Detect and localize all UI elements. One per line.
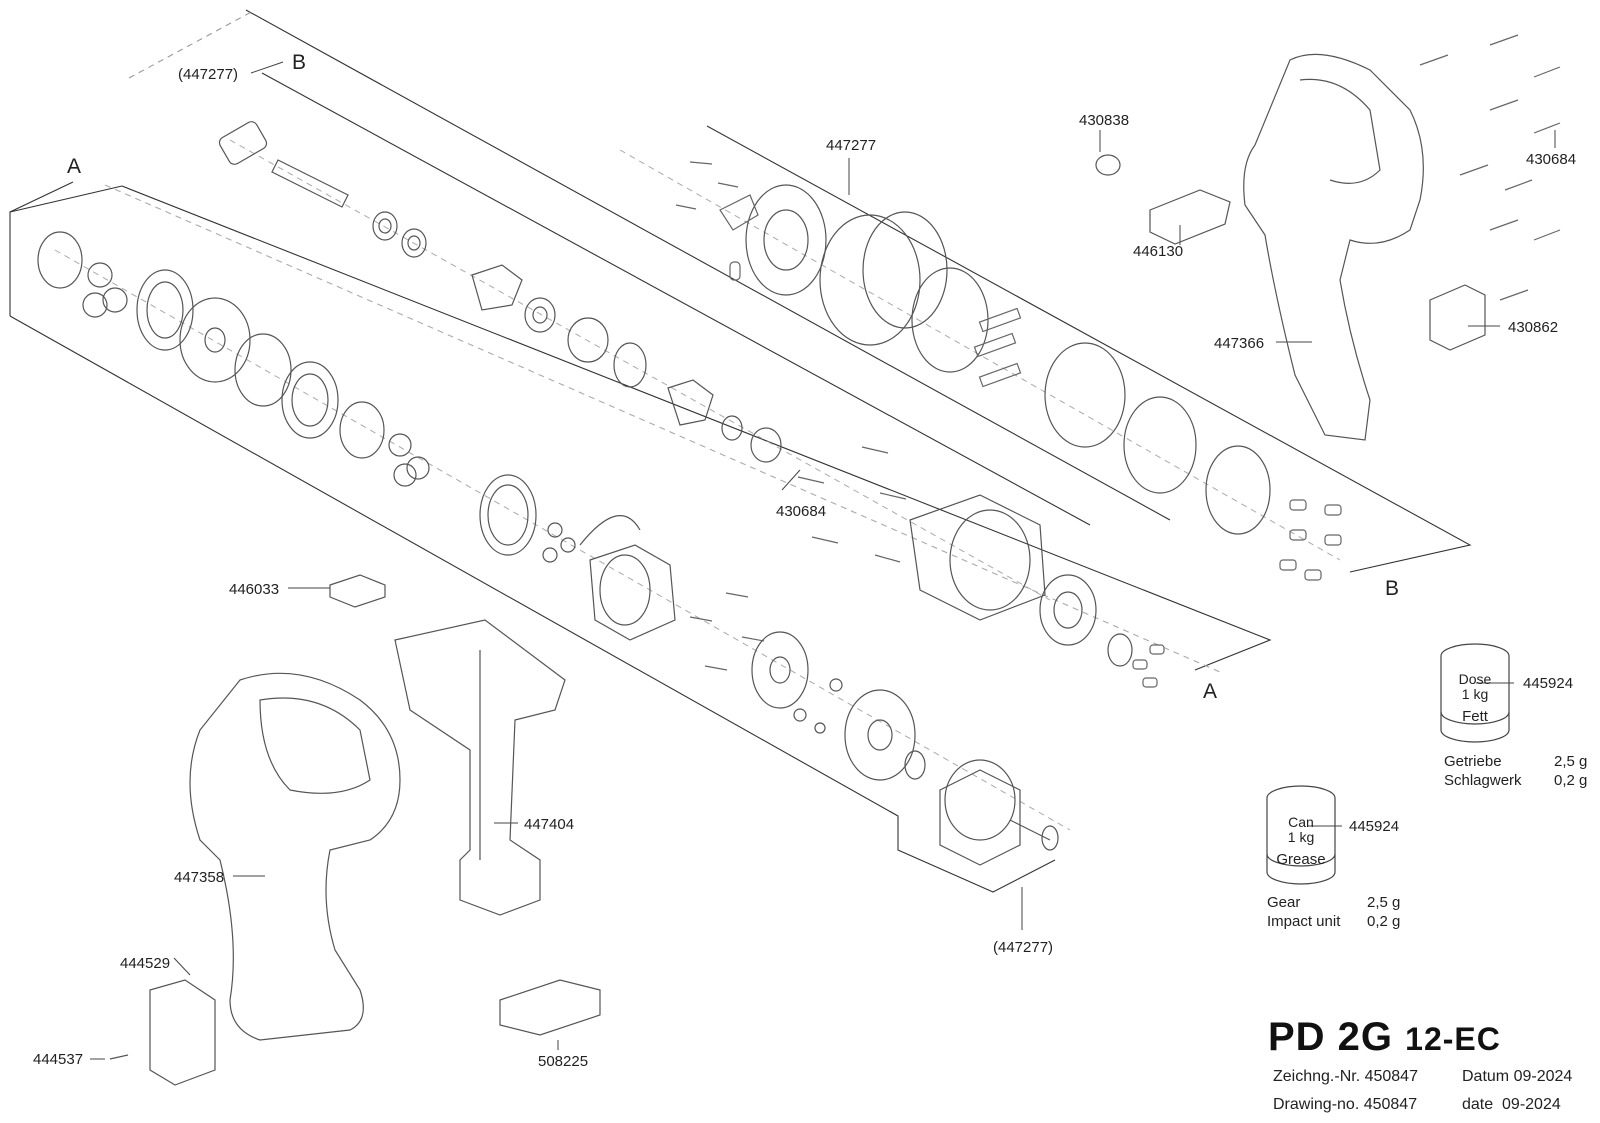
grease-can-en-line3: Grease bbox=[1276, 851, 1326, 869]
part-label-bit-holder: 430838 bbox=[1079, 112, 1130, 129]
part-label-sticker-mid: 446033 bbox=[229, 581, 280, 598]
grease-spec-en-row1-label: Gear bbox=[1267, 894, 1301, 911]
gearbox-parts-a bbox=[37, 231, 1165, 866]
part-label-gearbox-assembly: 447277 bbox=[826, 137, 877, 154]
grease-spec-en-row2-value: 0,2 g bbox=[1367, 913, 1401, 930]
grease-can-en-line1: Can bbox=[1288, 814, 1314, 830]
drawing-title-variant: 12-EC bbox=[1405, 1021, 1501, 1057]
grease-spec-de-row2-label: Schlagwerk bbox=[1444, 772, 1522, 789]
grease-can-de-line1: Dose bbox=[1458, 671, 1492, 687]
drawing-title-model: PD 2G bbox=[1268, 1015, 1394, 1059]
part-label-electronics: 447404 bbox=[524, 816, 575, 833]
grease-can-en-line2: 1 kg bbox=[1287, 828, 1315, 845]
part-label-clip-screw: 444537 bbox=[33, 1051, 84, 1068]
gearbox-parts-b bbox=[675, 161, 1342, 581]
part-label-screws-housing: 430684 bbox=[1526, 151, 1577, 168]
drawing-date-en: date 09-2024 bbox=[1462, 1096, 1561, 1113]
drawing-date-de: Datum 09-2024 bbox=[1462, 1068, 1573, 1085]
drawing-number-en: Drawing-no. 450847 bbox=[1273, 1096, 1418, 1113]
part-label-grease-de: 445924 bbox=[1523, 675, 1574, 692]
part-label-sticker-top: 446130 bbox=[1133, 243, 1184, 260]
part-label-belt-clip: 444529 bbox=[120, 955, 171, 972]
grease-spec-de-row1-value: 2,5 g bbox=[1554, 753, 1588, 770]
grease-can-de-label: Dose 1 kg Fett bbox=[1441, 672, 1509, 725]
drawing-number-de: Zeichng.-Nr. 450847 bbox=[1273, 1068, 1418, 1085]
grease-spec-en-row2-label: Impact unit bbox=[1267, 913, 1341, 930]
grease-can-de-line2: 1 kg bbox=[1461, 685, 1489, 702]
electronics-board bbox=[394, 619, 566, 916]
grease-spec-de: Getriebe 2,5 g Schlagwerk 0,2 g bbox=[1444, 752, 1587, 790]
grease-can-en bbox=[1266, 785, 1336, 885]
section-marker-a-top: A bbox=[67, 155, 82, 178]
grease-spec-de-row1-label: Getriebe bbox=[1444, 753, 1502, 770]
housing-left bbox=[1095, 34, 1561, 441]
housing-right bbox=[109, 574, 601, 1086]
part-label-housing-right: 447358 bbox=[174, 869, 225, 886]
frame-a bbox=[9, 181, 1272, 893]
section-marker-a-bottom: A bbox=[1203, 680, 1218, 703]
spindle-parts bbox=[218, 121, 782, 463]
grease-spec-en: Gear 2,5 g Impact unit 0,2 g bbox=[1267, 893, 1400, 931]
part-label-gear-ring-ref-bottom: (447277) bbox=[993, 939, 1054, 956]
grease-spec-de-row2-value: 0,2 g bbox=[1554, 772, 1588, 789]
part-label-battery-latch: 430862 bbox=[1508, 319, 1559, 336]
part-label-housing-left: 447366 bbox=[1214, 335, 1265, 352]
section-marker-b-bottom: B bbox=[1385, 577, 1400, 600]
part-label-screws-gearbox: 430684 bbox=[776, 503, 827, 520]
part-label-gear-ring-ref-top: (447277) bbox=[178, 66, 239, 83]
part-label-badge: 508225 bbox=[538, 1053, 589, 1070]
part-label-grease-en: 445924 bbox=[1349, 818, 1400, 835]
section-marker-b-top: B bbox=[292, 51, 307, 74]
drawing-title: PD 2G 12-EC bbox=[1268, 1015, 1501, 1060]
grease-can-de bbox=[1440, 643, 1510, 743]
grease-spec-en-row1-value: 2,5 g bbox=[1367, 894, 1401, 911]
grease-can-en-label: Can 1 kg Grease bbox=[1267, 815, 1335, 868]
frame-b bbox=[128, 9, 1472, 573]
grease-can-de-line3: Fett bbox=[1462, 708, 1488, 726]
